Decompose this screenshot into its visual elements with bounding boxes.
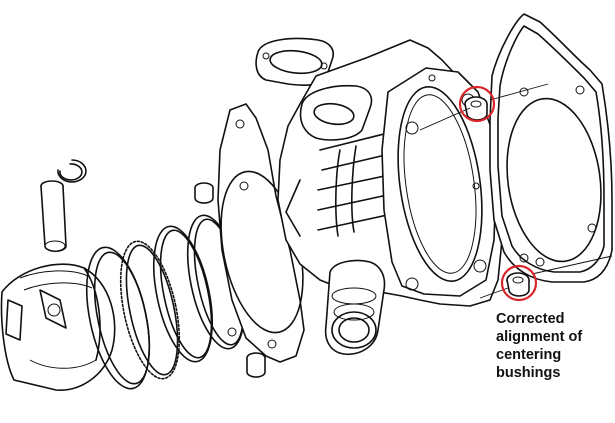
annotation-line-1: Corrected (496, 311, 565, 327)
exhaust-flange-gasket (255, 37, 334, 86)
annotation-line-2: alignment of (496, 329, 583, 345)
circlip (57, 159, 87, 183)
piston-pin (40, 180, 67, 253)
dowel-left-upper (194, 182, 214, 204)
piston (0, 263, 116, 391)
head-gasket (489, 13, 613, 283)
annotation-line-4: bushings (496, 365, 561, 381)
centering-bushing-lower (506, 272, 530, 297)
highlight-circle-upper (458, 85, 496, 123)
highlight-circle-lower (500, 264, 538, 302)
dowel-left-lower (246, 352, 266, 378)
alignment-lines (419, 83, 613, 299)
annotation-label: Corrected alignment of centering bushing… (496, 310, 611, 382)
annotation-line-3: centering (496, 347, 562, 363)
cylinder (277, 39, 503, 355)
base-gasket (217, 103, 305, 363)
centering-bushing-upper (464, 96, 488, 121)
